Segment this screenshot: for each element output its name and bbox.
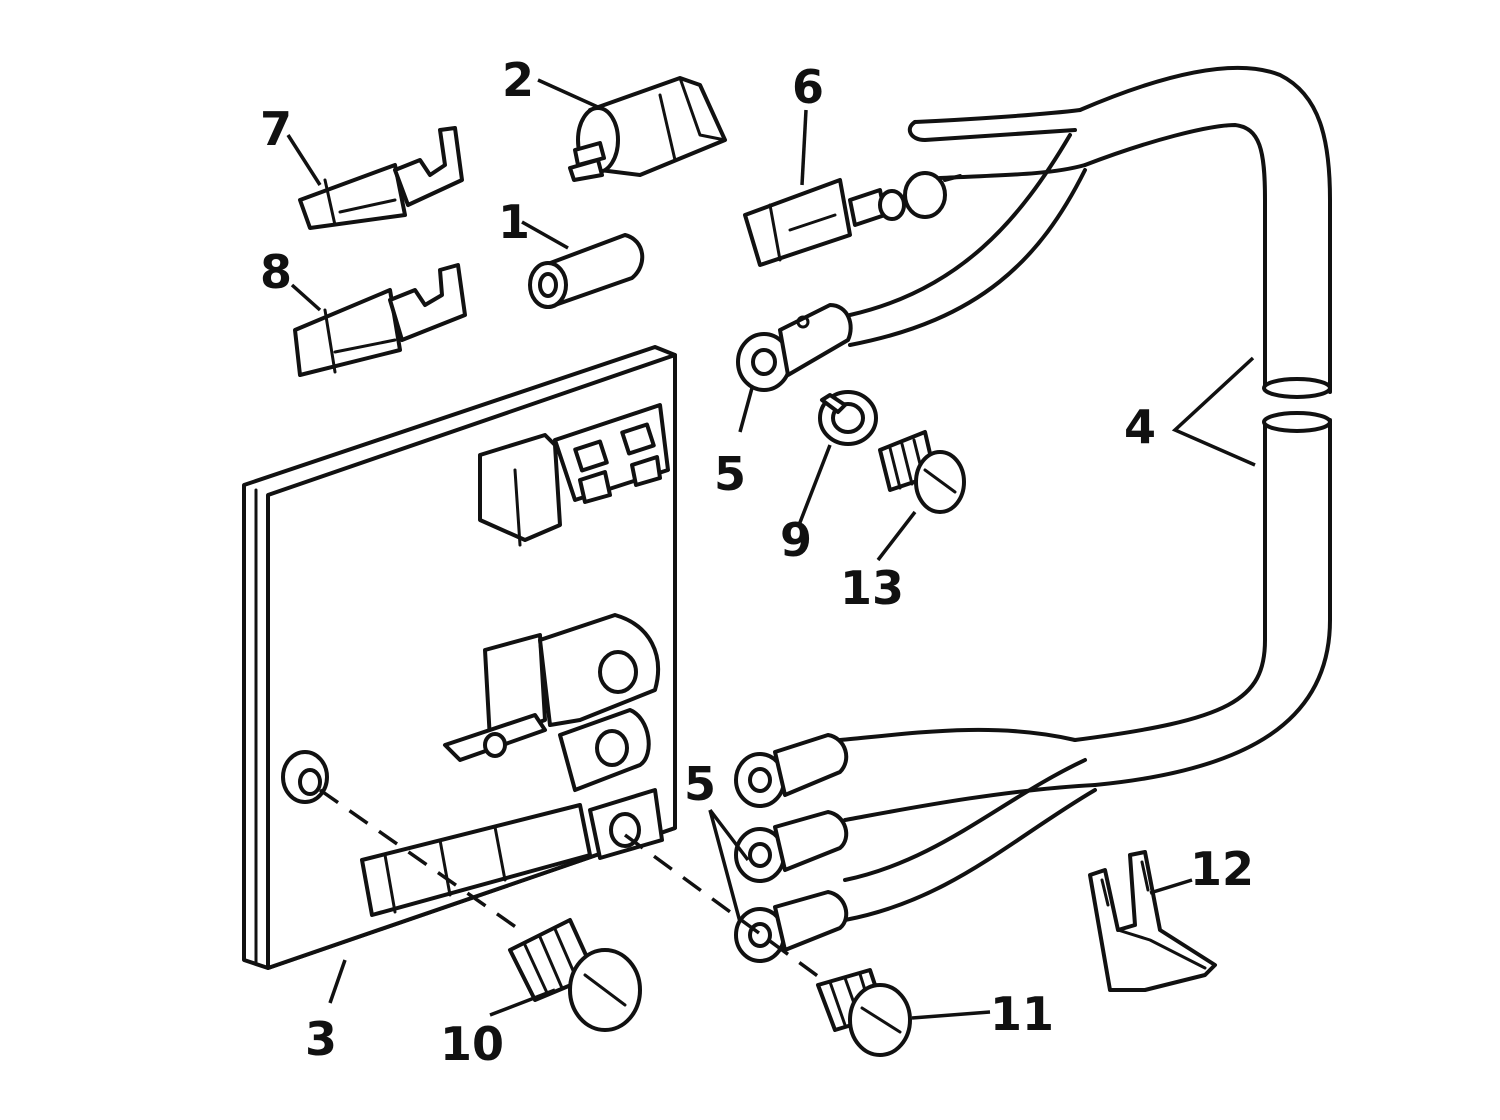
label-part-2: 2: [502, 53, 534, 107]
label-part-9: 9: [780, 513, 812, 567]
label-part-13: 13: [840, 561, 904, 615]
label-part-12: 12: [1190, 842, 1254, 896]
leader-lines: [286, 78, 1256, 1020]
label-part-1: 1: [498, 195, 530, 249]
label-part-8: 8: [260, 245, 292, 299]
label-part-6: 6: [792, 60, 824, 114]
part-8-terminal: [293, 263, 467, 377]
part-2-plug: [568, 76, 727, 182]
ring-terminal-upper: [736, 303, 853, 392]
part-9-washer: [818, 390, 878, 446]
label-part-10: 10: [440, 1017, 504, 1071]
ring-terminals-lower: [734, 733, 849, 963]
part-13-screw: [878, 430, 966, 514]
part-3-board: [242, 345, 677, 970]
label-part-3: 3: [305, 1012, 337, 1066]
assembly-line-10: [318, 788, 522, 932]
label-part-5-lower: 5: [684, 757, 716, 811]
part-6-connector: [743, 171, 962, 267]
part-1-sleeve: [528, 233, 645, 309]
part-10-screw: [508, 918, 642, 1032]
part-7-terminal: [298, 126, 464, 230]
label-part-5-upper: 5: [714, 447, 746, 501]
label-part-4: 4: [1124, 400, 1156, 454]
label-part-11: 11: [990, 987, 1054, 1041]
part-4-cable: [838, 65, 1332, 922]
part-11-screw: [816, 968, 912, 1057]
label-part-7: 7: [260, 102, 292, 156]
assembly-line-11: [623, 833, 832, 987]
